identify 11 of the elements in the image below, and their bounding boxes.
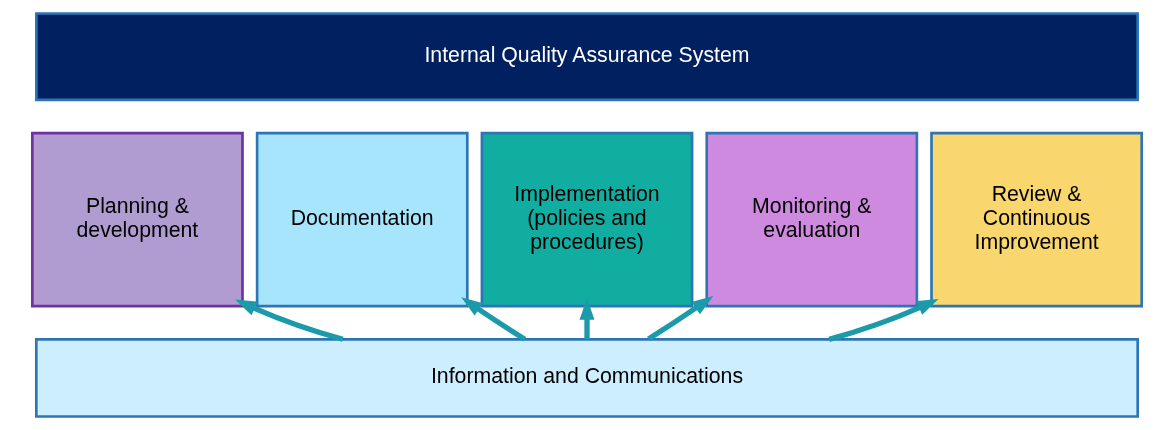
node-box: Review & Continuous Improvement xyxy=(929,131,1143,308)
node-box: Monitoring & evaluation xyxy=(704,131,918,308)
arrow xyxy=(646,296,713,342)
node-box: Implementation (policies and procedures) xyxy=(480,131,693,308)
node-box: Documentation xyxy=(255,131,469,308)
arrow xyxy=(234,299,344,342)
node-box: Internal Quality Assurance System xyxy=(34,12,1139,102)
arrow xyxy=(579,298,594,340)
node-box: Planning & development xyxy=(30,131,244,308)
arrow xyxy=(460,297,526,342)
node-box: Information and Communications xyxy=(34,338,1139,418)
